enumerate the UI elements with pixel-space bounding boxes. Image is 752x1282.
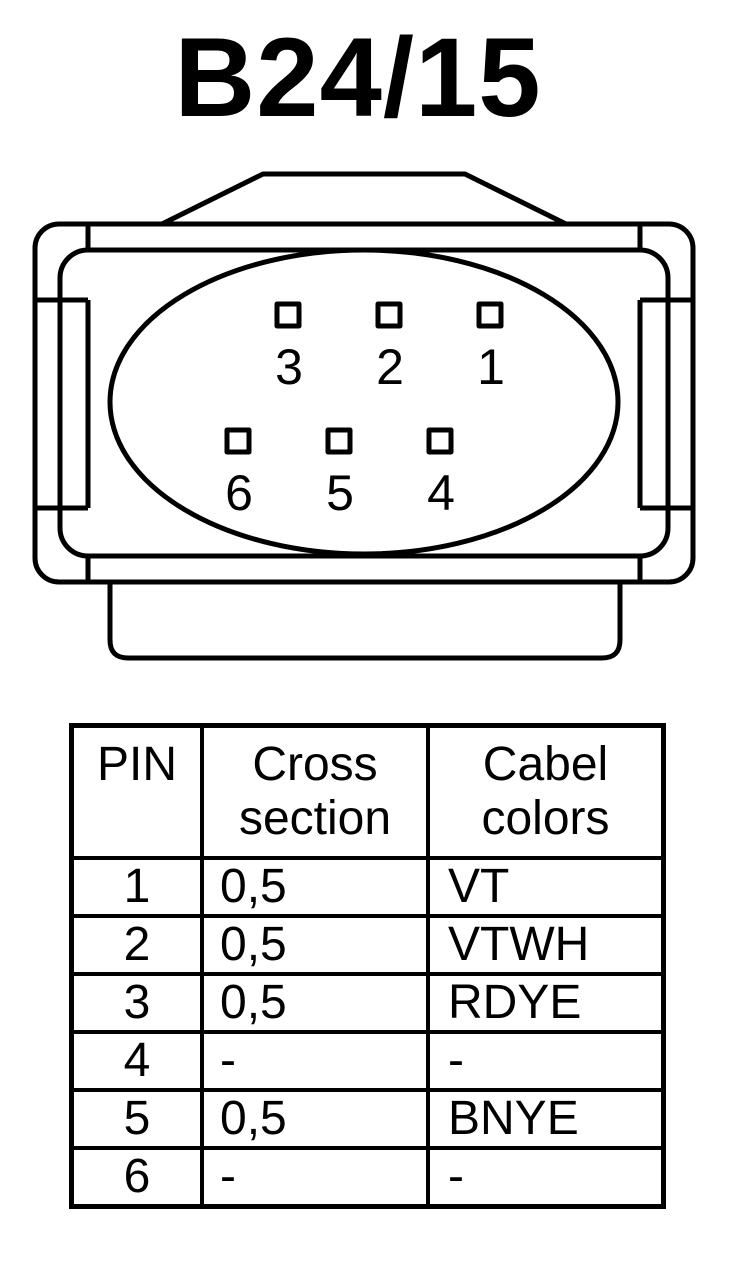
pin-label-4: 4 bbox=[427, 465, 455, 521]
header-cross-section-line1: Cross bbox=[252, 738, 378, 791]
table-row: 5 0,5 BNYE bbox=[69, 1088, 666, 1150]
cell-color: - bbox=[426, 1146, 666, 1209]
cell-color: VT bbox=[426, 856, 666, 918]
cell-cross-section: 0,5 bbox=[200, 1088, 430, 1150]
table-row: 3 0,5 RDYE bbox=[69, 972, 666, 1034]
cell-color: RDYE bbox=[426, 972, 666, 1034]
cell-cross-section: - bbox=[200, 1030, 430, 1092]
table-row: 2 0,5 VTWH bbox=[69, 914, 666, 976]
cell-pin: 1 bbox=[69, 856, 204, 918]
pin-5-square bbox=[325, 427, 353, 455]
pin-label-1: 1 bbox=[477, 339, 505, 395]
cell-pin: 3 bbox=[69, 972, 204, 1034]
pin-3-square bbox=[274, 301, 302, 329]
cell-pin: 6 bbox=[69, 1146, 204, 1209]
cell-pin: 4 bbox=[69, 1030, 204, 1092]
pin-label-2: 2 bbox=[376, 339, 404, 395]
header-colors-line2: colors bbox=[481, 792, 610, 845]
cell-cross-section: 0,5 bbox=[200, 914, 430, 976]
header-cable-colors: Cabel colors bbox=[426, 723, 666, 860]
connector-drawing: 3 2 1 6 5 4 bbox=[32, 171, 696, 661]
pin-label-5: 5 bbox=[326, 465, 354, 521]
table-header-row: PIN Cross section Cabel colors bbox=[69, 723, 666, 860]
connector-title: B24/15 bbox=[174, 15, 542, 140]
pin-label-6: 6 bbox=[225, 465, 253, 521]
pin-2-square bbox=[375, 301, 403, 329]
cell-cross-section: 0,5 bbox=[200, 972, 430, 1034]
connector-bottom-tab bbox=[107, 582, 623, 661]
table-row: 1 0,5 VT bbox=[69, 856, 666, 918]
connector-pin-face bbox=[107, 247, 621, 557]
cell-pin: 2 bbox=[69, 914, 204, 976]
header-cross-section: Cross section bbox=[200, 723, 430, 860]
header-cross-section-line2: section bbox=[238, 792, 392, 845]
cell-color: VTWH bbox=[426, 914, 666, 976]
pin-4-square bbox=[426, 427, 454, 455]
cell-color: - bbox=[426, 1030, 666, 1092]
pin-assignment-table: PIN Cross section Cabel colors 1 0,5 VT … bbox=[69, 723, 666, 1209]
cell-pin: 5 bbox=[69, 1088, 204, 1150]
connector-top-tab bbox=[159, 171, 569, 227]
pin-label-3: 3 bbox=[275, 339, 303, 395]
header-pin: PIN bbox=[69, 723, 204, 860]
table-row: 6 - - bbox=[69, 1146, 666, 1209]
cell-color: BNYE bbox=[426, 1088, 666, 1150]
cell-cross-section: - bbox=[200, 1146, 430, 1209]
cell-cross-section: 0,5 bbox=[200, 856, 430, 918]
pin-6-square bbox=[224, 427, 252, 455]
pin-1-square bbox=[476, 301, 504, 329]
header-colors-line1: Cabel bbox=[482, 738, 609, 791]
table-row: 4 - - bbox=[69, 1030, 666, 1092]
